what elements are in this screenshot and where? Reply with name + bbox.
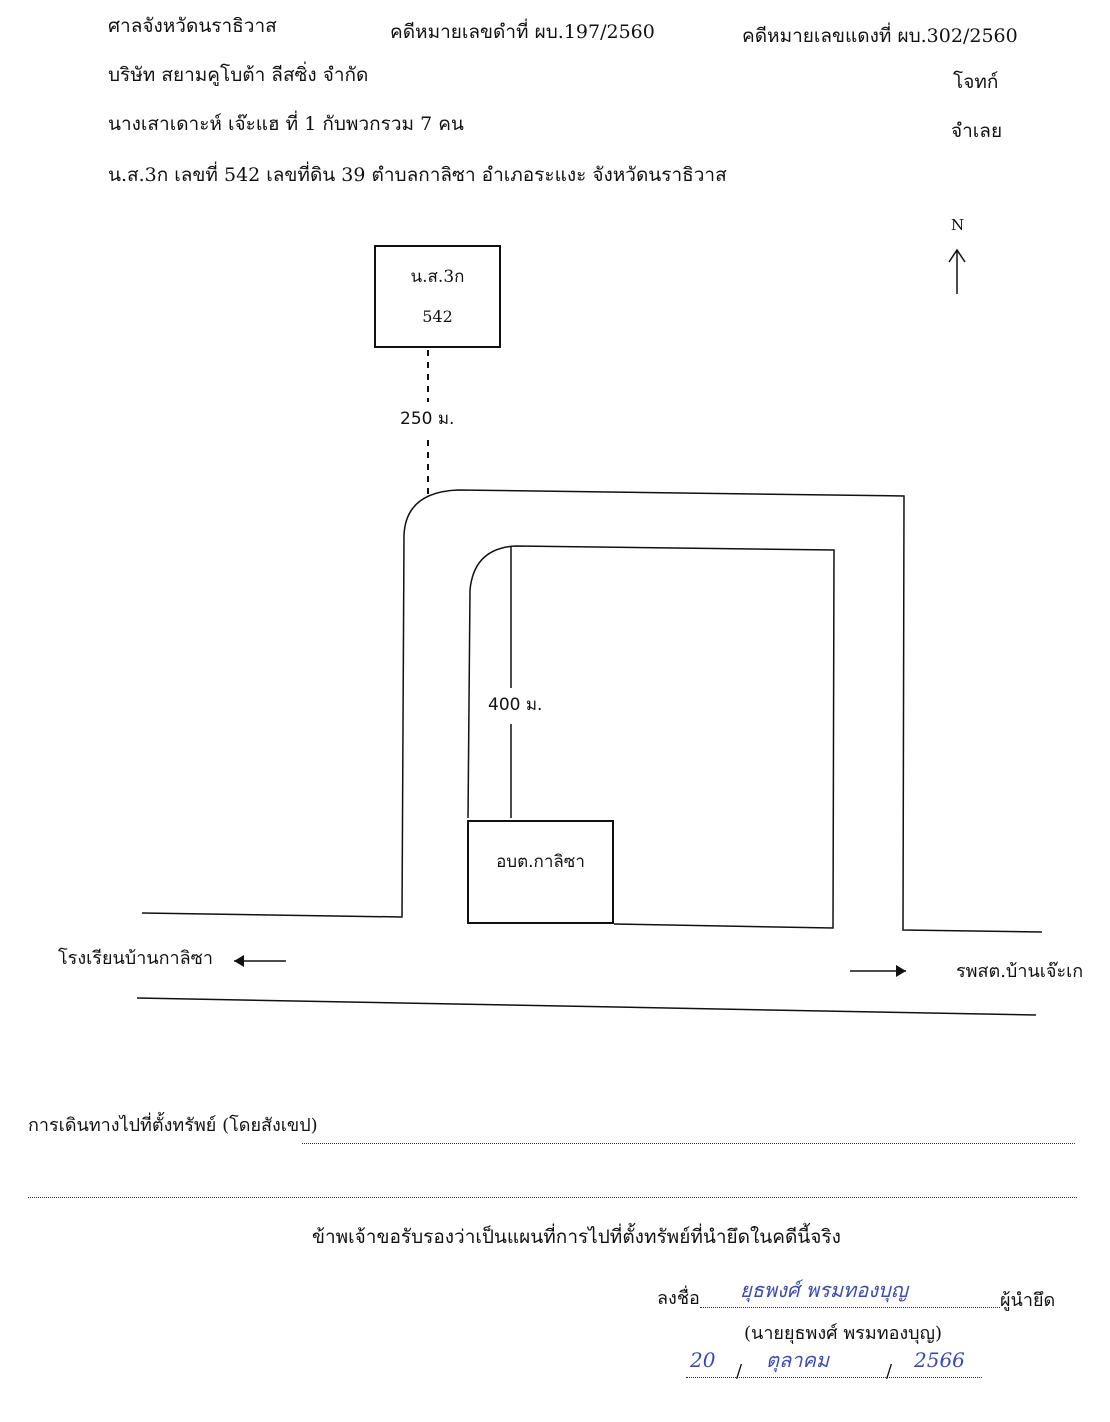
date-month: ตุลาคม xyxy=(766,1348,830,1372)
parcel-title: น.ส.3ก xyxy=(410,267,465,287)
office-distance-label: 400 ม. xyxy=(488,695,543,715)
date-separator: / xyxy=(736,1361,743,1382)
land-parcel-box: น.ส.3ก 542 xyxy=(374,245,501,348)
property-description: น.ส.3ก เลขที่ 542 เลขที่ดิน 39 ตำบลกาลิซ… xyxy=(108,164,727,186)
sao-office-box: อบต.กาลิซา xyxy=(467,820,614,924)
certification-statement: ข้าพเจ้าขอรับรองว่าเป็นแผนที่การไปที่ตั้… xyxy=(312,1226,841,1248)
defendant-role: จำเลย xyxy=(951,120,1003,142)
parcel-number: 542 xyxy=(422,307,453,326)
arrow-right-icon xyxy=(850,965,906,977)
parcel-distance-label: 250 ม. xyxy=(400,409,455,429)
route-description-line xyxy=(302,1143,1075,1144)
north-arrow-icon xyxy=(948,248,966,294)
plaintiff-role: โจทก์ xyxy=(953,71,999,93)
route-description-line-2 xyxy=(28,1197,1077,1198)
red-case-number: คดีหมายเลขแดงที่ ผบ.302/2560 xyxy=(742,25,1018,47)
date-line xyxy=(686,1377,982,1378)
black-case-number: คดีหมายเลขดำที่ ผบ.197/2560 xyxy=(390,21,655,43)
arrow-left-icon xyxy=(234,955,286,967)
office-label: อบต.กาลิซา xyxy=(496,852,585,872)
plaintiff-name: บริษัท สยามคูโบต้า ลีสซิ่ง จำกัด xyxy=(108,64,369,86)
side-road-outer-edge xyxy=(141,489,1043,933)
signature-line xyxy=(700,1307,1000,1308)
date-year: 2566 xyxy=(914,1348,965,1372)
signer-name: (นายยุธพงศ์ พรมทองบุญ) xyxy=(744,1323,942,1344)
right-destination-label: รพสต.บ้านเจ๊ะเก xyxy=(956,961,1084,982)
signature-label: ลงชื่อ xyxy=(657,1288,700,1309)
main-road-edge xyxy=(136,997,1037,1016)
date-separator-2: / xyxy=(886,1361,893,1382)
north-label: N xyxy=(951,216,965,234)
date-day: 20 xyxy=(690,1348,716,1372)
handwritten-signature: ยุธพงศ์ พรมทองบุญ xyxy=(740,1278,908,1302)
court-name: ศาลจังหวัดนราธิวาส xyxy=(108,15,277,37)
left-destination-label: โรงเรียนบ้านกาลิซา xyxy=(58,948,213,969)
defendant-name: นางเสาเดาะห์ เจ๊ะแฮ ที่ 1 กับพวกรวม 7 คน xyxy=(108,113,464,135)
side-road-inner-edge xyxy=(467,545,835,929)
signer-role: ผู้นำยึด xyxy=(1000,1290,1056,1311)
route-description-label: การเดินทางไปที่ตั้งทรัพย์ (โดยสังเขป) xyxy=(28,1115,318,1136)
